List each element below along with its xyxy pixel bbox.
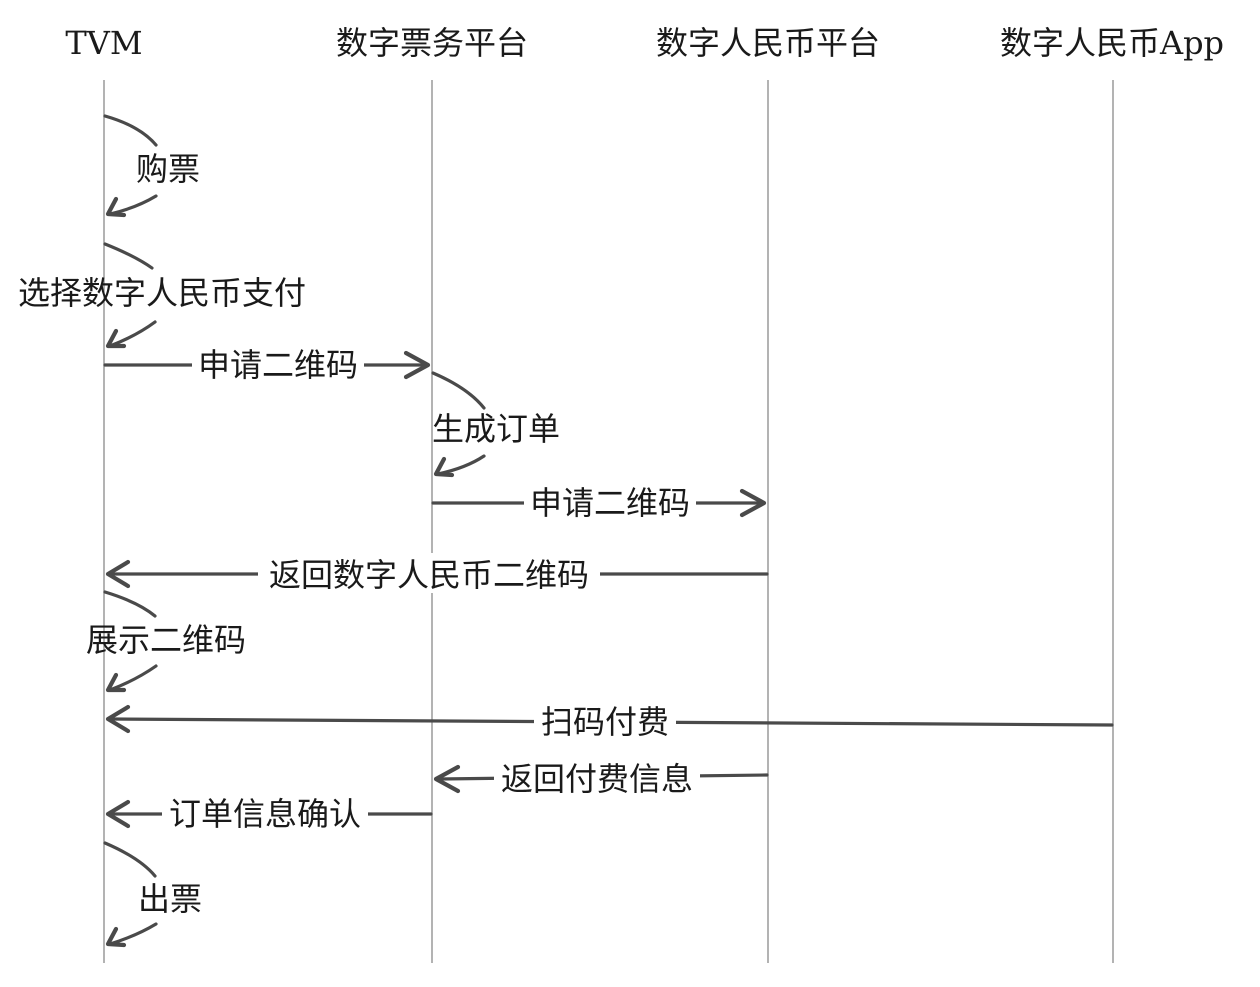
message-create-order-label: 生成订单 — [432, 410, 560, 448]
message-scan-pay-label: 扫码付费 — [541, 703, 669, 741]
message-scan-pay: 扫码付费 — [105, 703, 1114, 741]
message-return-qr-label: 返回数字人民币二维码 — [269, 556, 589, 594]
participant-dcep-app-label: 数字人民币App — [1000, 24, 1224, 62]
message-return-qr: 返回数字人民币二维码 — [105, 553, 769, 594]
message-confirm-order: 订单信息确认 — [105, 794, 433, 834]
message-request-qr-2: 申请二维码 — [431, 483, 767, 522]
participant-ticket-platform-label: 数字票务平台 — [336, 24, 528, 62]
message-show-qr-label: 展示二维码 — [86, 621, 246, 659]
participant-tvm-label: TVM — [65, 24, 142, 62]
message-issue-ticket: 出票 — [103, 841, 202, 948]
message-show-qr: 展示二维码 — [86, 590, 246, 693]
message-return-payment-info-label: 返回付费信息 — [501, 760, 693, 798]
message-confirm-order-label: 订单信息确认 — [169, 795, 361, 833]
message-buy-ticket-label: 购票 — [136, 150, 200, 188]
message-select-payment: 选择数字人民币支付 — [18, 242, 306, 349]
message-request-qr-1: 申请二维码 — [103, 345, 431, 384]
message-return-payment-info: 返回付费信息 — [433, 758, 769, 798]
message-request-qr-1-label: 申请二维码 — [198, 346, 358, 384]
message-issue-ticket-label: 出票 — [138, 880, 202, 918]
message-create-order: 生成订单 — [431, 371, 560, 478]
message-select-payment-label: 选择数字人民币支付 — [18, 274, 306, 312]
message-request-qr-2-label: 申请二维码 — [530, 484, 690, 522]
participant-dcep-platform-label: 数字人民币平台 — [656, 24, 880, 62]
message-buy-ticket: 购票 — [103, 114, 200, 218]
